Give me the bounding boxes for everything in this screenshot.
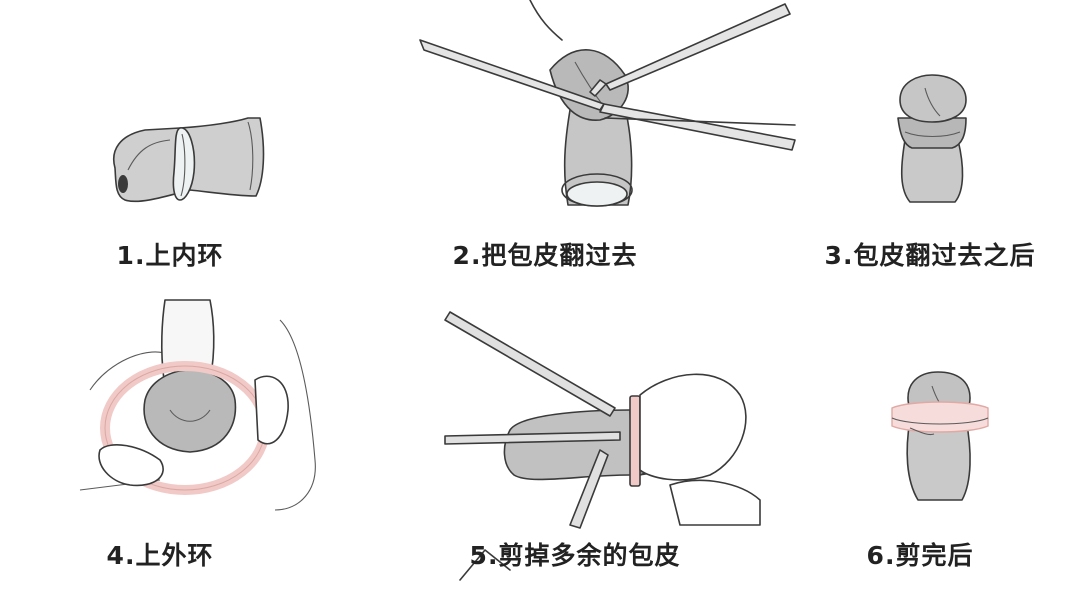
step-2-panel: 2.把包皮翻过去	[400, 0, 800, 300]
step-6-panel: 6.剪完后	[820, 300, 1060, 600]
step-5-panel: 5.剪掉多余的包皮	[440, 300, 780, 600]
step-1-caption: 1.上内环	[116, 241, 224, 270]
step-6-caption: 6.剪完后	[866, 541, 974, 570]
step-3-caption: 3.包皮翻过去之后	[824, 241, 1036, 270]
step-4-illustration	[79, 299, 316, 511]
step-3-illustration	[897, 74, 967, 203]
step-5-illustration	[444, 311, 761, 581]
step-5-caption: 5.剪掉多余的包皮	[469, 541, 681, 570]
step-4-caption: 4.上外环	[106, 541, 214, 570]
step-1-panel: 1.上内环	[20, 0, 360, 300]
step-3-panel: 3.包皮翻过去之后	[800, 0, 1070, 300]
step-6-illustration	[891, 371, 989, 501]
step-2-illustration	[419, 0, 796, 207]
step-1-illustration	[113, 117, 265, 203]
step-2-caption: 2.把包皮翻过去	[452, 241, 638, 270]
step-4-panel: 4.上外环	[60, 299, 350, 600]
